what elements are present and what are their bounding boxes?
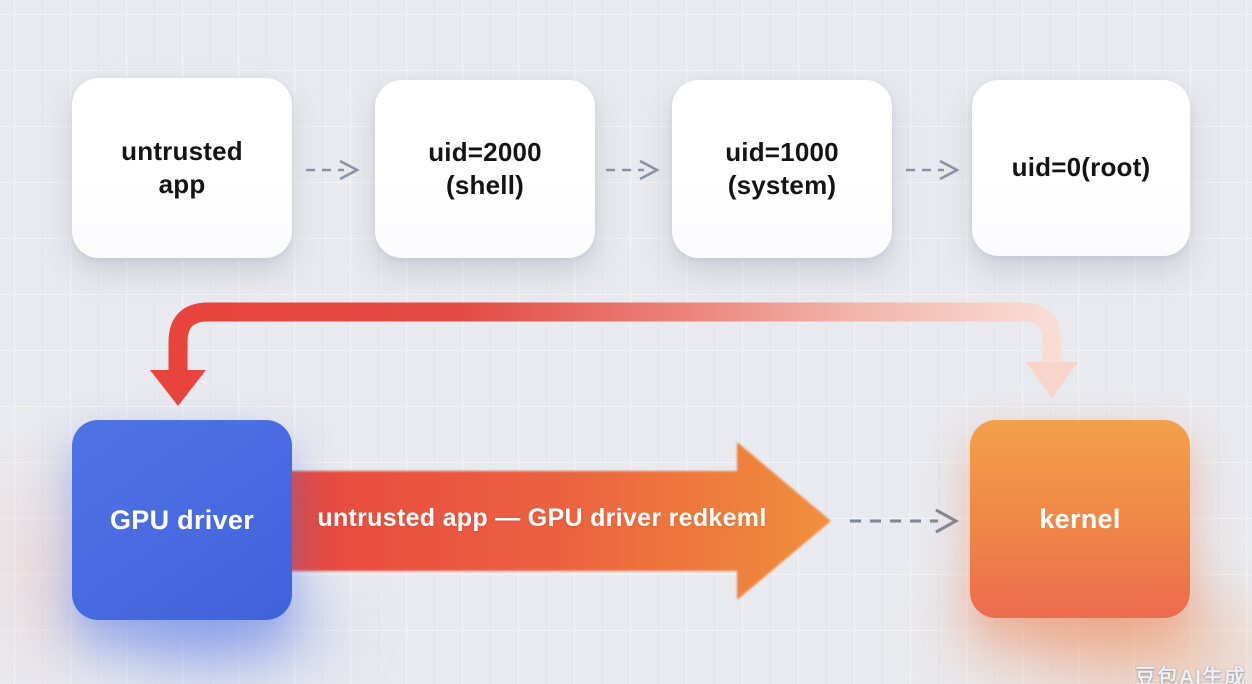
- dashed-arrow-head-icon: [939, 159, 960, 181]
- node-label: untrusted app: [121, 135, 243, 202]
- loop-arrow-right-head-icon: [1026, 362, 1078, 398]
- privilege-loop-arrow: [150, 302, 1078, 406]
- dashed-arrow-head-icon: [935, 508, 960, 534]
- node-label-line: uid=2000: [428, 136, 542, 167]
- node-label: uid=1000 (system): [725, 136, 839, 203]
- node-label-line: app: [158, 169, 206, 199]
- node-label: uid=2000 (shell): [428, 136, 542, 203]
- loop-arrow-path: [168, 302, 1062, 374]
- kernel-label: kernel: [1039, 503, 1121, 534]
- node-label-line: untrusted: [121, 135, 243, 166]
- dashed-arrow-head-icon: [339, 159, 360, 181]
- kernel-box: kernel: [970, 420, 1190, 618]
- exploit-arrow-label: untrusted app — GPU driver redkeml: [317, 504, 767, 532]
- node-label-line: uid=1000: [725, 136, 839, 167]
- node-label-line: (system): [727, 170, 837, 200]
- node-label-line: uid=0(root): [1011, 152, 1151, 183]
- gpu-driver-label: GPU driver: [109, 504, 255, 535]
- node-label-line: (shell): [446, 170, 524, 200]
- node-uid-0-root: uid=0(root): [972, 80, 1190, 256]
- node-label: uid=0(root): [1012, 151, 1151, 184]
- gpu-driver-box: GPU driver: [72, 420, 292, 620]
- loop-arrow-left-head-icon: [150, 370, 206, 406]
- exploit-arrow: [285, 442, 831, 600]
- chain-dashed-arrows: [306, 159, 960, 181]
- node-uid-2000-shell: uid=2000 (shell): [375, 80, 595, 258]
- node-untrusted-app: untrusted app: [72, 78, 292, 258]
- ai-watermark: 豆包AI生成: [1135, 666, 1246, 684]
- node-uid-1000-system: uid=1000 (system): [672, 80, 892, 258]
- dashed-arrow-head-icon: [639, 159, 660, 181]
- kernel-dashed-arrow: [850, 508, 960, 534]
